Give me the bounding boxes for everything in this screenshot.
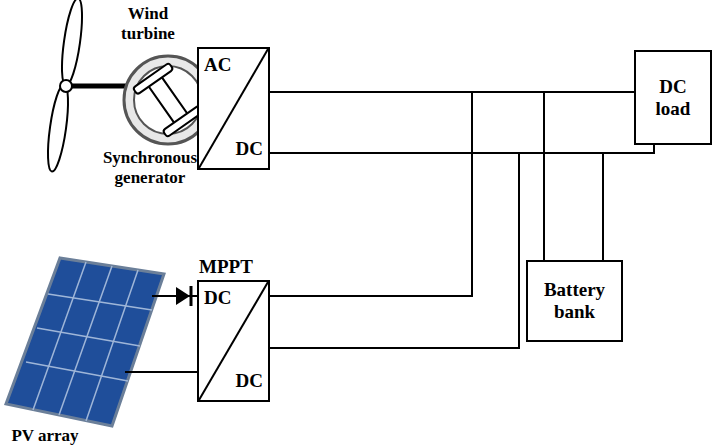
turbine-label: Wind turbine	[108, 4, 188, 43]
ac-dc-converter: AC DC	[197, 47, 270, 170]
load-box: DC load	[634, 50, 712, 145]
converter-output-label: DC	[236, 371, 263, 392]
load-label: DC load	[636, 76, 710, 120]
bus-wire	[270, 92, 654, 348]
turbine-shaft	[66, 84, 128, 89]
pv-wire	[125, 371, 197, 373]
mppt-heading: MPPT	[199, 257, 253, 278]
battery-box: Battery bank	[526, 260, 623, 342]
battery-label: Battery bank	[528, 279, 621, 323]
diode-bar	[190, 286, 193, 306]
converter-input-label: AC	[204, 55, 231, 76]
turbine-blade	[58, 0, 86, 87]
pv-panel	[6, 258, 164, 426]
turbine-hub	[60, 80, 72, 92]
converter-output-label: DC	[236, 139, 263, 160]
bus-wire	[270, 92, 603, 260]
diode-symbol	[176, 287, 190, 305]
generator-label: Synchronous generator	[95, 148, 205, 187]
pv-label: PV array	[0, 426, 90, 446]
dc-dc-converter: MPPTDCDC	[197, 280, 270, 402]
generator-stator	[134, 66, 202, 134]
bus-wire	[270, 92, 654, 153]
generator-rotor	[133, 63, 203, 137]
turbine-blade	[44, 83, 72, 172]
converter-input-label: DC	[204, 288, 231, 309]
